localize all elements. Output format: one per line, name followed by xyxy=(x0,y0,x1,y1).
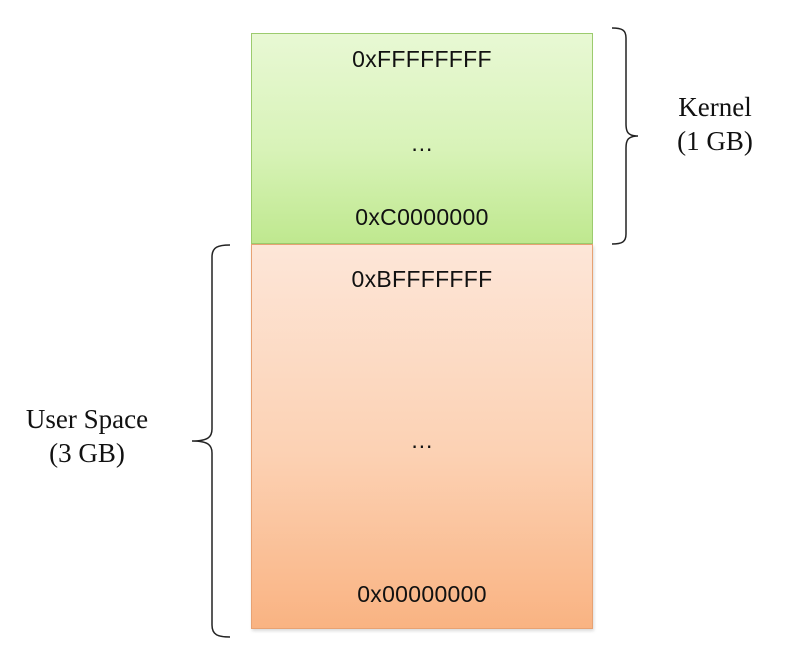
kernel-brace xyxy=(611,27,639,245)
user-space-bottom-address: 0x00000000 xyxy=(357,581,487,607)
kernel-label-size: (1 GB) xyxy=(677,126,753,156)
user-space-label: User Space (3 GB) xyxy=(4,402,170,470)
user-space-ellipsis: … xyxy=(410,427,434,453)
kernel-ellipsis: … xyxy=(410,130,434,156)
user-space-memory-region: 0xBFFFFFFF … 0x00000000 xyxy=(251,244,593,629)
user-space-label-title: User Space xyxy=(25,404,149,434)
user-space-brace xyxy=(191,244,231,638)
user-space-top-address: 0xBFFFFFFF xyxy=(351,266,493,292)
kernel-memory-region: 0xFFFFFFFF … 0xC0000000 xyxy=(251,33,593,244)
kernel-bottom-address: 0xC0000000 xyxy=(355,204,489,230)
user-space-label-size: (3 GB) xyxy=(49,438,125,468)
kernel-label-title: Kernel xyxy=(678,92,752,122)
kernel-top-address: 0xFFFFFFFF xyxy=(352,46,492,72)
kernel-label: Kernel (1 GB) xyxy=(660,90,770,158)
